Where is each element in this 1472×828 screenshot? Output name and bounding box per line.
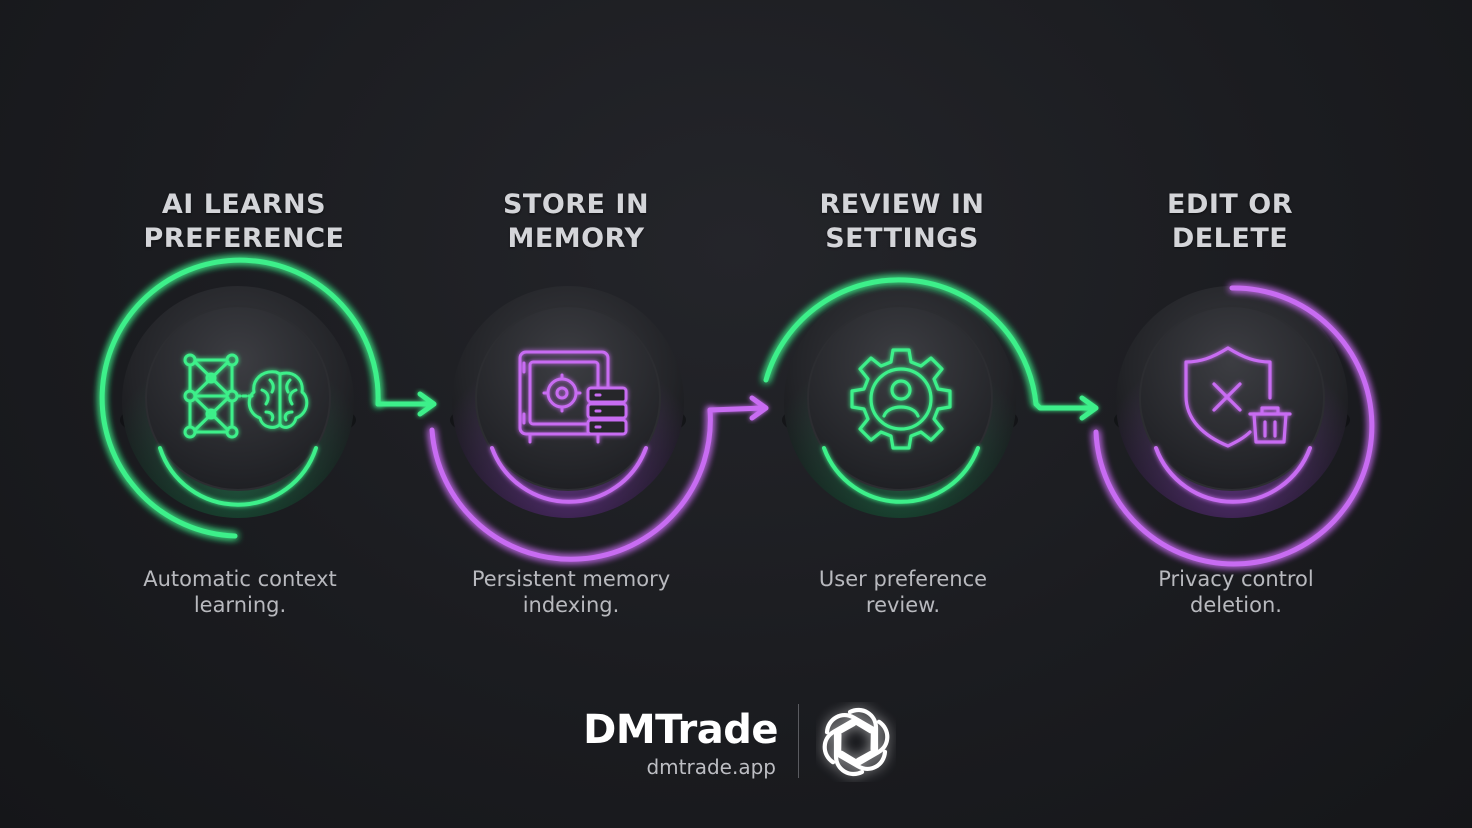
step-4-inner-arc	[1154, 446, 1312, 504]
step-3-inner-arc	[822, 446, 980, 504]
step-3-title: REVIEW IN SETTINGS	[819, 189, 985, 254]
step-4-node	[1093, 285, 1375, 567]
step-3-description: User preference review.	[818, 567, 988, 617]
footer-divider	[798, 704, 799, 778]
step-2-inner-arc	[490, 446, 648, 504]
step-1-inner-arc	[158, 446, 318, 507]
step-4-description: Privacy control deletion.	[1158, 567, 1314, 617]
step-1-title: AI LEARNS PREFERENCE	[143, 189, 345, 254]
step-3-ring	[763, 277, 1039, 407]
safe-database-icon	[518, 350, 628, 444]
step-4-title: EDIT OR DELETE	[1167, 189, 1293, 254]
step-3-node	[763, 277, 1039, 518]
gear-user-icon	[850, 348, 952, 450]
openai-logo-icon	[822, 707, 890, 777]
step-2-node	[429, 286, 713, 562]
step-1-description: Automatic context learning.	[143, 567, 337, 617]
step-2-title: STORE IN MEMORY	[502, 189, 650, 254]
brand-logo: DMTrade	[583, 707, 778, 753]
step-2-ring	[429, 407, 713, 562]
step-2-description: Persistent memory indexing.	[471, 567, 671, 617]
step-4-ring	[1093, 285, 1375, 567]
connector-3-4	[1033, 395, 1099, 421]
step-1-node	[99, 257, 381, 539]
connector-1-2	[375, 391, 437, 417]
neural-network-brain-icon	[183, 353, 309, 439]
brand-url: dmtrade.app	[646, 755, 776, 779]
connector-2-3	[707, 395, 769, 421]
shield-delete-icon	[1184, 346, 1292, 448]
step-1-ring	[99, 257, 381, 539]
